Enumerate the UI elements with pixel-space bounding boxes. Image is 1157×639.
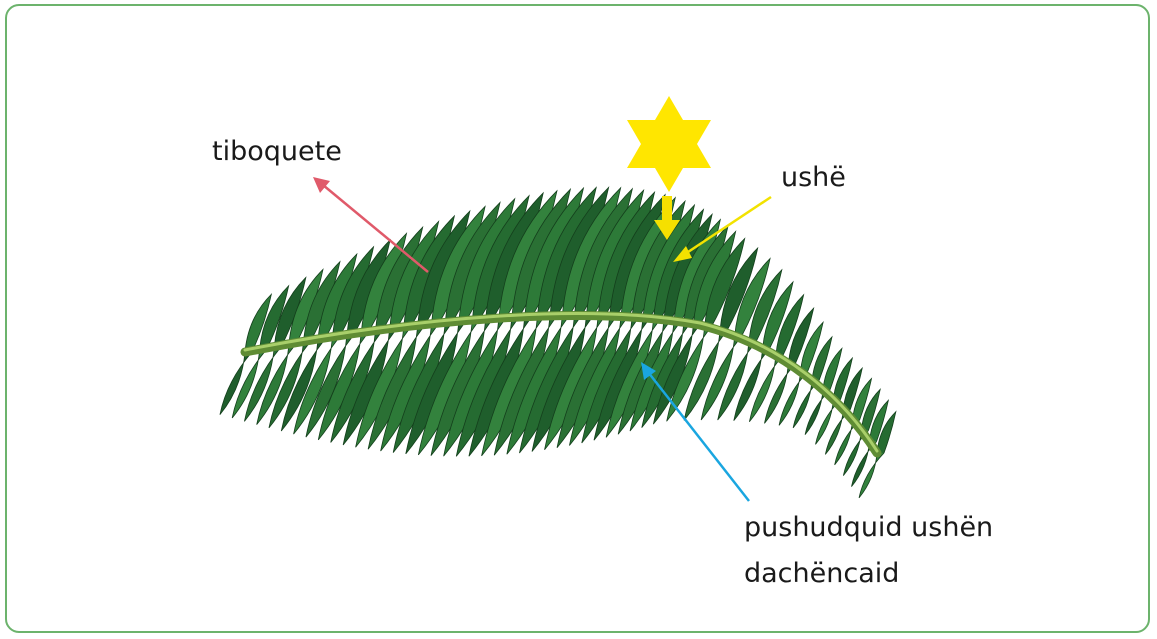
- cuticle-label: tiboquete: [212, 136, 342, 168]
- sun-icon: [627, 96, 711, 192]
- light-label: ushë: [781, 162, 846, 194]
- lower-pinna: [764, 363, 795, 423]
- lower-surface-label: pushudquid ushën dachëncaid: [744, 505, 993, 597]
- lower-surface-label-line2: dachëncaid: [744, 551, 993, 597]
- fern-leaf: [220, 187, 896, 498]
- lower-surface-label-line1: pushudquid ushën: [744, 505, 993, 551]
